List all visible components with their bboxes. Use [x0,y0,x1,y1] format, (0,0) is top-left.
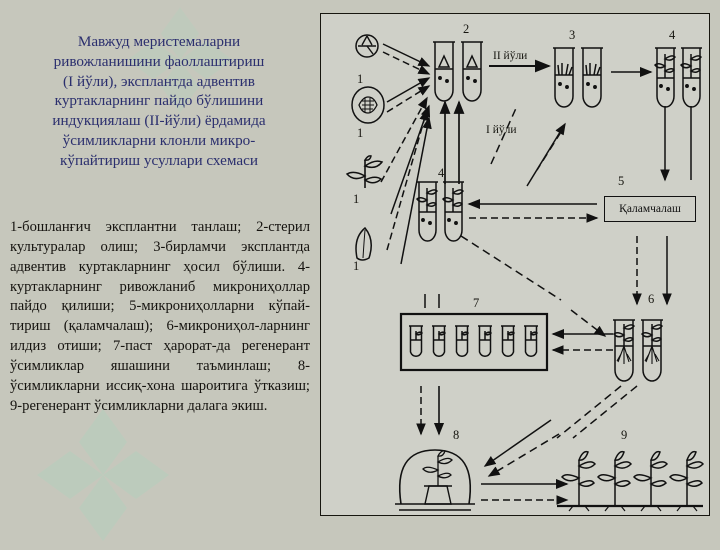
path-two-label: II йўли [493,50,528,62]
figure-legend: 1-бошланғич эксплантни танлаш; 2-стерил … [10,219,310,414]
stage-label-4-mid: 4 [438,166,445,180]
title-line: Мавжуд меристемаларни [77,33,241,50]
stage-label-1-bud: 1 [357,72,364,86]
title-line: кўпайтириш усуллари схемаси [59,151,259,169]
stage-label-6: 6 [648,292,655,306]
diagram-graphics [345,34,705,512]
stage-label-1-leaf: 1 [353,259,360,273]
title-line: индукциялаш (II-йўли) ёрдамида [52,112,266,129]
path-one-label: I йўли [486,124,517,136]
diagram-panel: 1 1 1 1 2 3 4 4 5 6 7 8 9 II йўли I йўли… [320,13,710,516]
slide-title: Мавжуд меристемаларни ривожланишини фаол… [6,32,312,170]
stage-label-5: 5 [618,174,625,188]
title-line: куртакларнинг пайдо бўлишини [54,92,264,110]
stage-label-9: 9 [621,428,628,442]
title-line: (I йўли), эксплантда адвентив [63,72,255,90]
text-column: Мавжуд меристемаларни ривожланишини фаол… [0,0,318,540]
title-line: ривожланишини фаоллаштириш [53,52,265,70]
stage-label-4-top: 4 [669,28,676,42]
stage-label-1-meristem: 1 [357,126,364,140]
title-line: ўсимликларни клонли микро- [62,131,256,149]
process-box-qalamchalash: Қаламчалаш [604,196,696,222]
stage-label-3: 3 [569,28,576,42]
stage-label-2: 2 [463,22,470,36]
stage-label-7: 7 [473,296,480,310]
stage-label-1-shoot: 1 [353,192,360,206]
stage-label-8: 8 [453,428,460,442]
